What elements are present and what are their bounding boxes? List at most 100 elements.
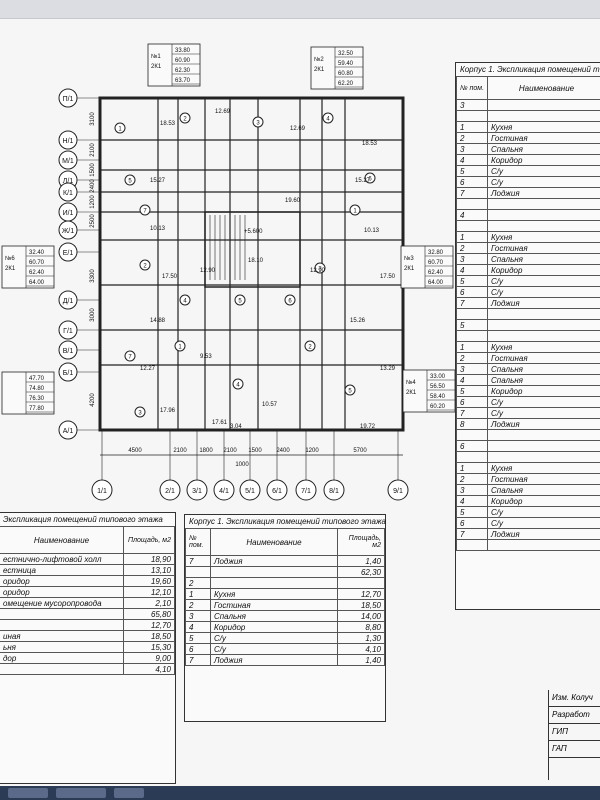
dimension-bottom: 1200 [305, 448, 319, 454]
room-name [210, 566, 338, 578]
dimension-bottom: 2100 [223, 448, 237, 454]
room-area-label: 18.53 [160, 121, 176, 127]
blank-cell [487, 110, 600, 122]
room-number: 3 [455, 484, 489, 496]
title-block: Изм. Колуч Разработ ГИП ГАП [548, 690, 600, 780]
blank-cell [455, 198, 489, 210]
group-spacer [487, 99, 600, 111]
room-number-circle [284, 294, 296, 306]
axis-label-bottom: 8/1 [329, 488, 339, 495]
room-number: 1 [455, 231, 489, 243]
col-num-header: № пом. [455, 76, 489, 100]
blank-cell [487, 539, 600, 551]
dimension-left: 2500 [90, 214, 96, 228]
room-area-label: 18.10 [248, 258, 264, 264]
room-area-label: 17.96 [160, 408, 176, 414]
room-number: 2 [455, 242, 489, 254]
room-number-label: 3 [318, 267, 322, 273]
room-name: Гостиная [210, 599, 338, 611]
room-area-label: 15.27 [355, 178, 371, 184]
room-number: 6 [455, 176, 489, 188]
room-number: 7 [185, 654, 211, 666]
apartment-type: 2К1 [406, 390, 417, 396]
axis-label-bottom: 7/1 [301, 488, 311, 495]
dimension-left: 2100 [90, 143, 96, 157]
room-number: 4 [455, 374, 489, 386]
room-area-label: 12.90 [310, 268, 326, 274]
room-number-circle [232, 378, 244, 390]
room-area-label: 13.29 [380, 366, 396, 372]
blank-cell [455, 110, 489, 122]
room-area-label: 12.69 [215, 109, 231, 115]
axis-label-bottom: 3/1 [192, 488, 202, 495]
room-name: дор [0, 652, 124, 664]
room-number-circle [134, 406, 146, 418]
room-area-label: 10.13 [150, 226, 166, 232]
room-number-circle [322, 112, 334, 124]
taskbar-tab[interactable] [114, 788, 144, 798]
group-label: 6 [455, 440, 489, 452]
apartment-value: 60.70 [428, 260, 444, 266]
apartment-id: №2 [314, 56, 324, 63]
apartment-box [1, 245, 55, 289]
apartment-type: 2К1 [314, 67, 325, 73]
group-spacer [487, 440, 600, 452]
room-name: Коридор [487, 154, 600, 166]
room-number: 2 [455, 473, 489, 485]
axis-label-bottom: 2/1 [165, 488, 175, 495]
room-name: С/у [210, 632, 338, 644]
apartment-value: 62.40 [29, 270, 45, 276]
blank-row [455, 429, 600, 441]
room-name: Гостиная [487, 473, 600, 485]
room-number-circle [139, 259, 151, 271]
room-number: 3 [455, 363, 489, 375]
room-name: Спальня [487, 484, 600, 496]
room-name: оридор [0, 586, 124, 598]
room-number-circle [179, 112, 191, 124]
axis-bubble [159, 479, 181, 501]
blank-cell [455, 308, 489, 320]
taskbar [0, 786, 600, 800]
taskbar-tab[interactable] [56, 788, 106, 798]
group-row: 5 [455, 319, 600, 331]
room-area: 19,60 [123, 575, 175, 587]
group-row: 4 [455, 209, 600, 221]
table-row: 4,10 [0, 663, 175, 675]
axis-bubble [186, 479, 208, 501]
dimension-bottom: 2400 [276, 448, 290, 454]
axis-bubble [266, 479, 288, 501]
taskbar-tab[interactable] [8, 788, 48, 798]
apartment-value: 64.00 [428, 280, 444, 286]
apartment-value: 47.70 [29, 376, 45, 382]
room-number: 2 [455, 132, 489, 144]
group-row: 6 [455, 440, 600, 452]
room-name: омещение мусоропровода [0, 597, 124, 609]
blank-cell [487, 308, 600, 320]
room-area-label: 18.53 [362, 141, 378, 147]
room-area: 18,90 [123, 553, 175, 565]
group-row: 3 [455, 99, 600, 111]
room-number-label: 6 [368, 177, 372, 183]
group-label: 5 [455, 319, 489, 331]
axis-bubble [323, 479, 345, 501]
room-name: С/у [487, 506, 600, 518]
window-top-bar [0, 0, 600, 19]
dimension-bottom: 2100 [173, 448, 187, 454]
room-name: Кухня [487, 341, 600, 353]
room-number-circle [114, 122, 126, 134]
room-name: Коридор [487, 385, 600, 397]
